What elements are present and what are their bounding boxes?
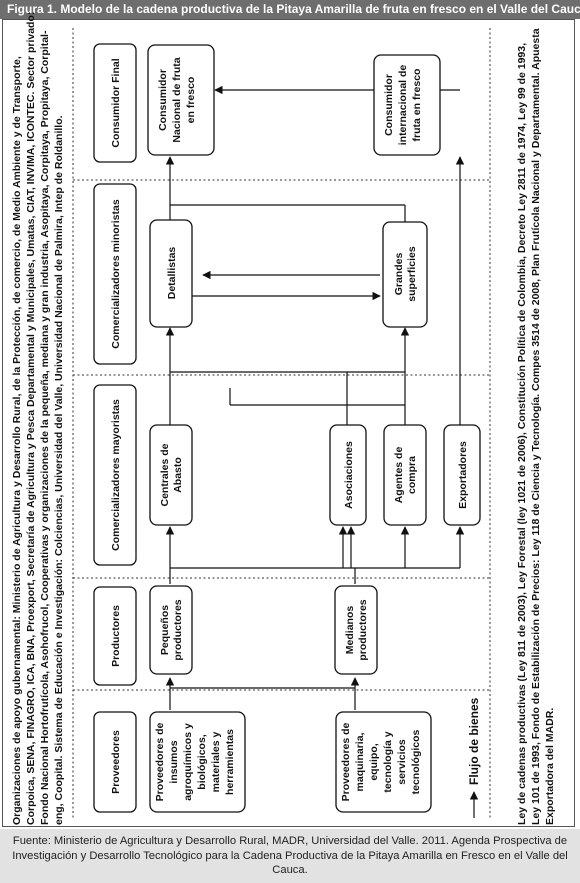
svg-text:Centrales de: Centrales de bbox=[159, 443, 171, 506]
svg-text:equipo,: equipo, bbox=[368, 743, 380, 780]
svg-text:Asociaciones: Asociaciones bbox=[343, 441, 355, 509]
figure-header: Figura 1. Modelo de la cadena productiva… bbox=[0, 0, 580, 19]
stage-minoristas: Comercializadores minoristas bbox=[93, 183, 137, 365]
svg-text:Proveedores de: Proveedores de bbox=[154, 722, 166, 801]
support-line-4: eng, Coopital. Sistema de Educación e In… bbox=[53, 115, 65, 825]
support-line-2: Corpoica, SENA, FINAGRO, ICA, BNA, Proex… bbox=[25, 12, 37, 825]
stage-productores: Productores bbox=[93, 586, 137, 686]
svg-text:Agentes de: Agentes de bbox=[393, 447, 405, 504]
source-text: Fuente: Ministerio de Agricultura y Desa… bbox=[12, 835, 568, 876]
stage-mayoristas: Comercializadores mayoristas bbox=[93, 384, 137, 566]
svg-text:Flujo de bienes: Flujo de bienes bbox=[467, 697, 481, 785]
svg-text:internacional de: internacional de bbox=[397, 65, 409, 146]
svg-text:Pequeños: Pequeños bbox=[159, 605, 171, 655]
svg-text:servicios: servicios bbox=[396, 739, 408, 785]
legal-line-1: Ley de cadenas productivas (Ley 811 de 2… bbox=[516, 43, 528, 825]
svg-text:Proveedores de: Proveedores de bbox=[340, 722, 352, 801]
svg-text:biológicos,: biológicos, bbox=[196, 734, 208, 790]
support-line-3: Fondo Nacional Hortofrutícola, Asohofruc… bbox=[39, 30, 51, 825]
legal-framework-text: Ley de cadenas productivas (Ley 811 de 2… bbox=[516, 28, 556, 825]
svg-text:productores: productores bbox=[172, 599, 184, 660]
svg-text:Comercializadores minoristas: Comercializadores minoristas bbox=[110, 199, 122, 349]
svg-text:tecnológicos: tecnológicos bbox=[410, 729, 422, 794]
svg-text:Productores: Productores bbox=[110, 605, 122, 667]
node-detallistas: Detallistas bbox=[149, 219, 193, 328]
svg-text:tecnología y: tecnología y bbox=[382, 731, 394, 792]
node-centrales-abasto: Centrales de Abasto bbox=[149, 424, 193, 526]
legal-line-2: Ley 101 de 1993, Fondo de Estabilización… bbox=[530, 28, 542, 825]
svg-text:Grandes: Grandes bbox=[393, 253, 405, 296]
svg-text:Proveedores: Proveedores bbox=[110, 730, 122, 794]
stage-proveedores: Proveedores bbox=[93, 711, 137, 813]
svg-text:Comercializadores mayoristas: Comercializadores mayoristas bbox=[110, 399, 122, 551]
svg-text:Consumidor: Consumidor bbox=[383, 74, 395, 136]
svg-text:Consumidor: Consumidor bbox=[157, 69, 169, 131]
svg-text:Detallistas: Detallistas bbox=[166, 247, 178, 300]
svg-text:fruta en fresco: fruta en fresco bbox=[411, 69, 423, 142]
svg-text:materiales y: materiales y bbox=[210, 731, 222, 792]
svg-text:en fresco: en fresco bbox=[185, 77, 197, 124]
support-organizations-text: Organizaciones de apoyo gubernamental: M… bbox=[11, 12, 65, 825]
svg-text:maquinaria,: maquinaria, bbox=[354, 732, 366, 791]
svg-text:productores: productores bbox=[357, 599, 369, 660]
node-grandes-superficies: Grandes superficies bbox=[382, 221, 428, 328]
legend-flujo-bienes: Flujo de bienes bbox=[467, 697, 481, 818]
legal-line-3: Exportadora del MADR. bbox=[544, 708, 556, 825]
figure-title: Figura 1. Modelo de la cadena productiva… bbox=[7, 2, 580, 16]
stage-consumidor: Consumidor Final bbox=[93, 43, 137, 163]
node-asociaciones: Asociaciones bbox=[329, 424, 367, 526]
svg-text:herramientas: herramientas bbox=[224, 729, 236, 795]
svg-text:agroquímicos y: agroquímicos y bbox=[182, 723, 194, 801]
node-medianos-productores: Medianos productores bbox=[334, 585, 378, 675]
svg-text:Consumidor Final: Consumidor Final bbox=[110, 58, 122, 147]
node-exportadores: Exportadores bbox=[443, 424, 481, 526]
node-agentes-compra: Agentes de compra bbox=[383, 424, 427, 526]
node-pequenos-productores: Pequeños productores bbox=[149, 585, 193, 675]
node-proveedores-maquinaria: Proveedores de maquinaria, equipo, tecno… bbox=[335, 711, 432, 813]
support-line-1: Organizaciones de apoyo gubernamental: M… bbox=[11, 56, 23, 825]
svg-text:superficies: superficies bbox=[406, 246, 418, 302]
svg-text:Nacional de fruta: Nacional de fruta bbox=[171, 57, 183, 142]
node-proveedores-insumos: Proveedores de insumos agroquímicos y bi… bbox=[149, 711, 246, 813]
node-consumidor-nacional: Consumidor Nacional de fruta en fresco bbox=[147, 44, 215, 156]
svg-text:compra: compra bbox=[406, 456, 418, 494]
figure-source: Fuente: Ministerio de Agricultura y Desa… bbox=[0, 829, 580, 883]
node-consumidor-internacional: Consumidor internacional de fruta en fre… bbox=[373, 54, 441, 156]
svg-text:Medianos: Medianos bbox=[344, 606, 356, 655]
svg-text:Exportadores: Exportadores bbox=[457, 441, 469, 509]
svg-text:Abasto: Abasto bbox=[172, 457, 184, 493]
flow-connectors bbox=[165, 85, 465, 710]
svg-text:insumos: insumos bbox=[168, 740, 180, 783]
